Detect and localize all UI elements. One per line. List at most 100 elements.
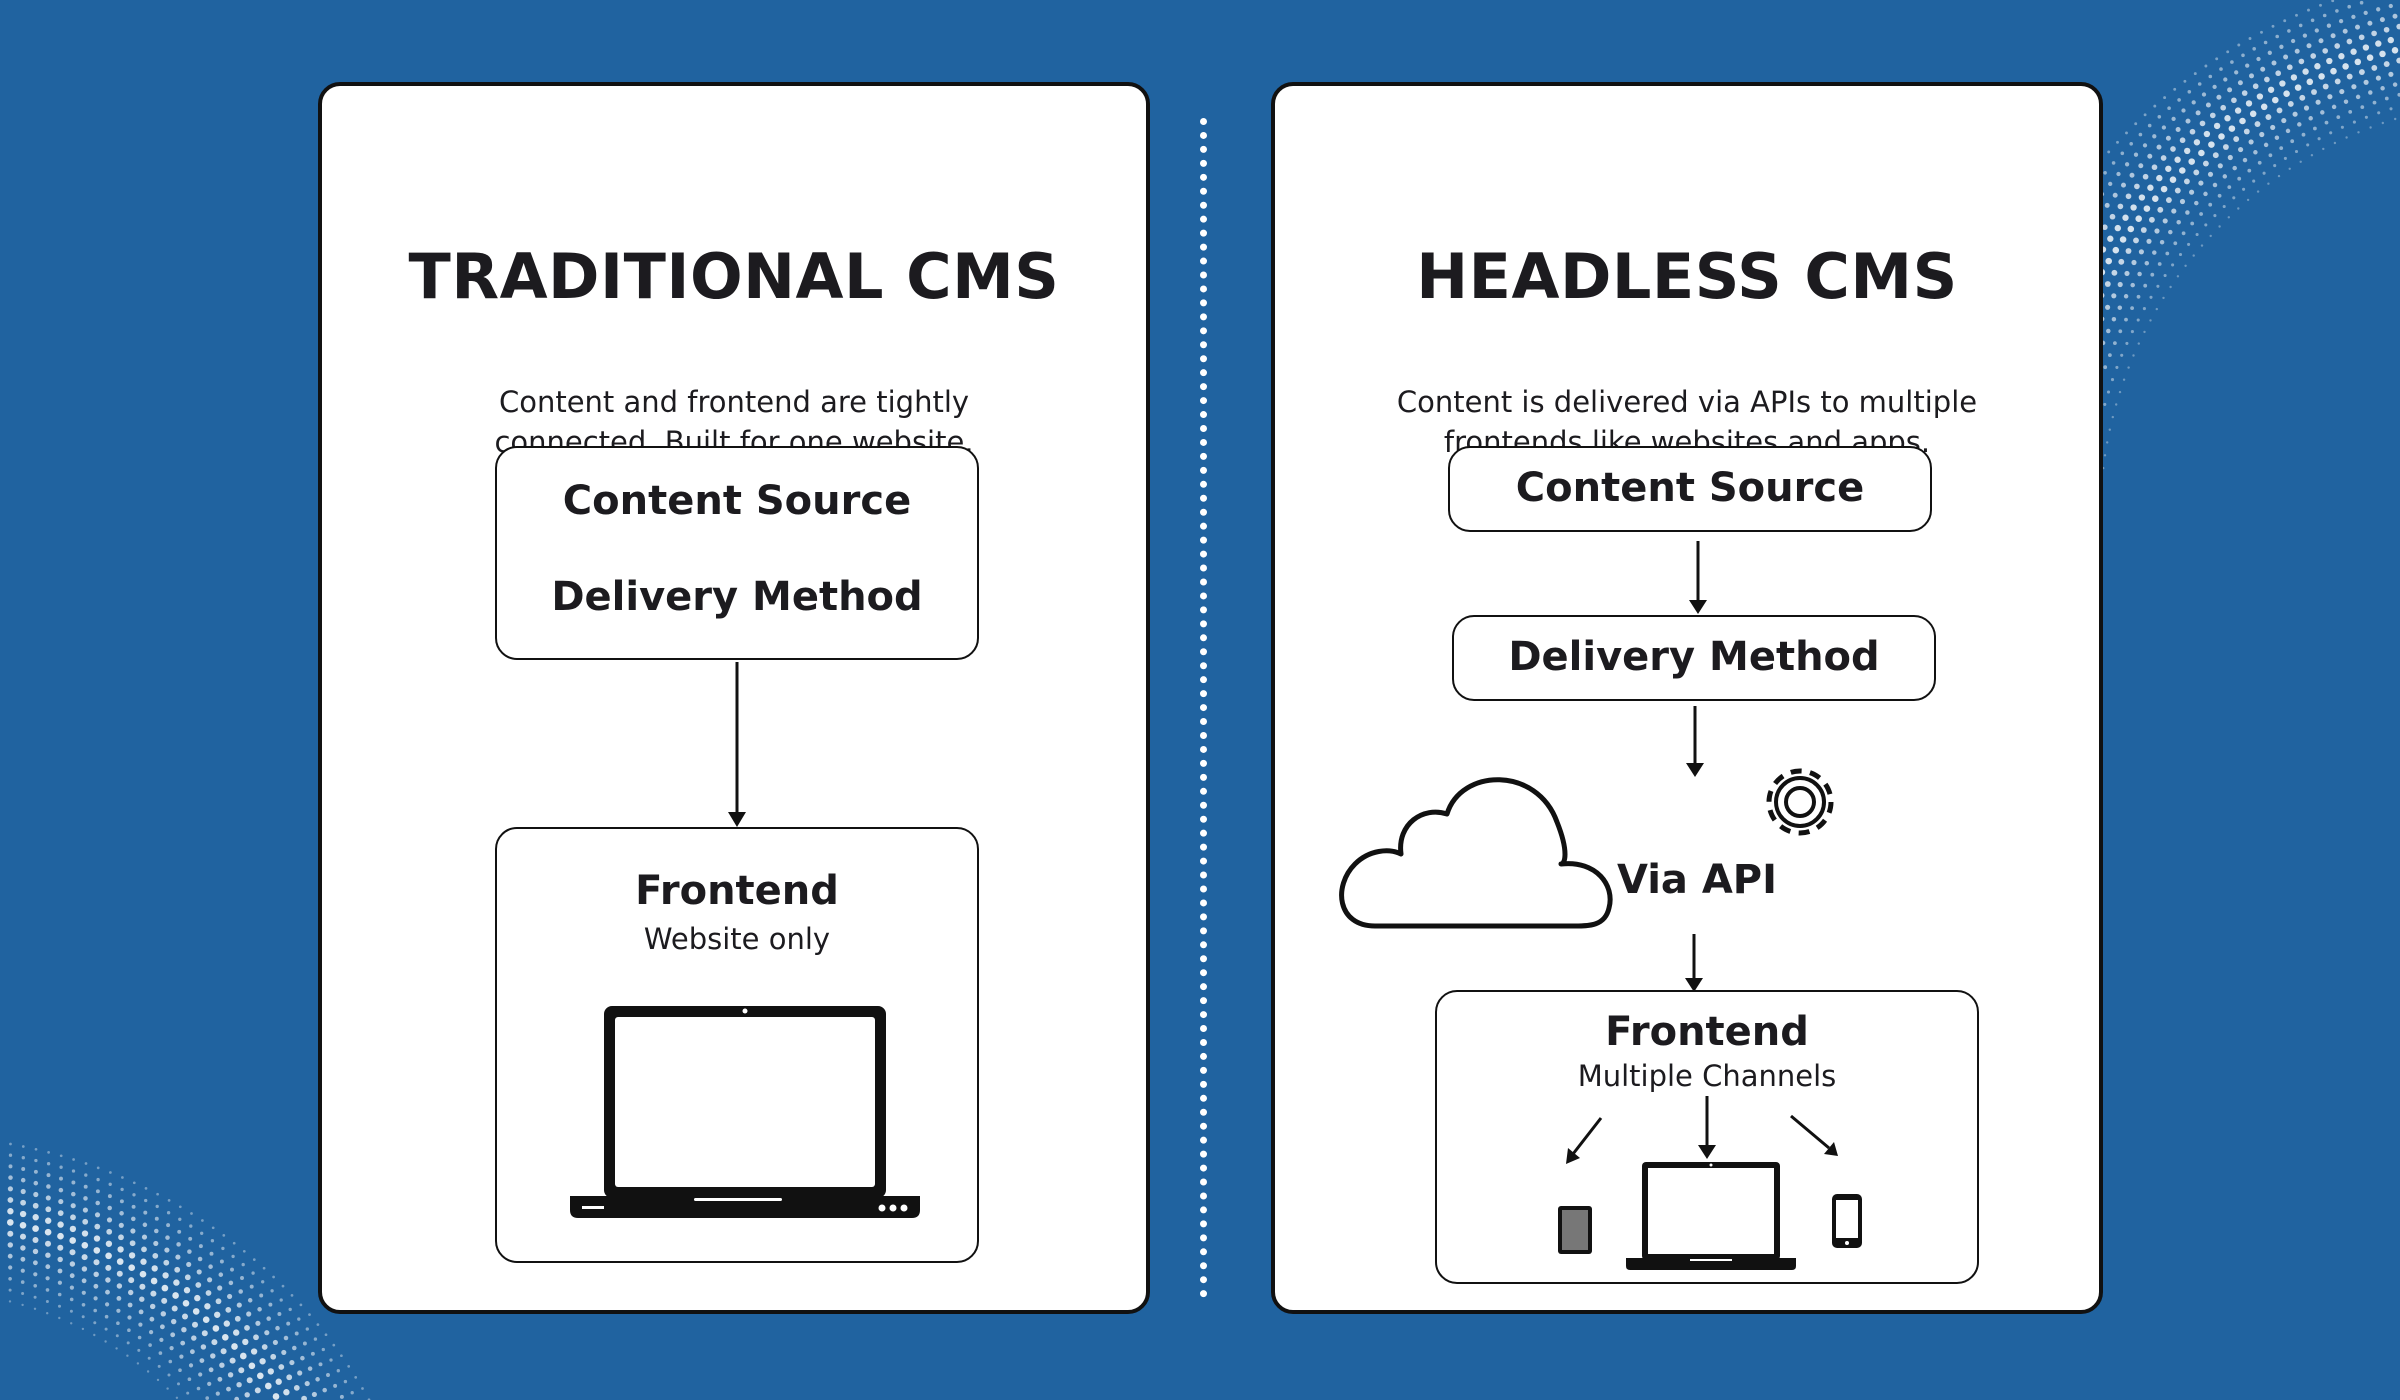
background-dot xyxy=(2160,155,2167,161)
background-dot xyxy=(211,1339,218,1346)
background-dot xyxy=(2317,137,2321,141)
background-dot xyxy=(202,1316,210,1324)
background-dot xyxy=(2270,124,2276,130)
arrow-down-right-icon xyxy=(1790,1114,1838,1156)
background-dot xyxy=(215,1391,220,1396)
background-dot xyxy=(2292,111,2298,117)
background-dot xyxy=(44,1240,52,1247)
background-dot xyxy=(58,1316,61,1320)
background-dot xyxy=(2247,168,2252,173)
background-dot xyxy=(81,1266,88,1272)
background-dot xyxy=(32,1248,39,1255)
background-dot xyxy=(93,1308,98,1313)
background-dot xyxy=(69,1273,75,1279)
background-dot xyxy=(21,1145,25,1148)
background-dot xyxy=(221,1246,225,1251)
background-dot xyxy=(173,1279,180,1286)
background-dot xyxy=(2116,140,2119,144)
background-dot xyxy=(253,1334,259,1341)
background-dot xyxy=(2371,30,2377,37)
background-dot xyxy=(305,1327,309,1331)
background-dot xyxy=(169,1345,174,1351)
background-dot xyxy=(57,1292,62,1297)
background-dot xyxy=(2302,33,2308,38)
background-dot xyxy=(275,1378,282,1385)
background-dot xyxy=(2147,123,2152,128)
background-dot xyxy=(2111,269,2118,276)
background-dot xyxy=(164,1247,170,1253)
background-dot xyxy=(2327,94,2333,100)
background-dot xyxy=(46,1184,51,1189)
background-dot xyxy=(2171,208,2177,214)
delivery-method-label: Delivery Method xyxy=(1508,634,1880,680)
background-dot xyxy=(2222,204,2226,209)
background-dot xyxy=(261,1280,265,1284)
background-dot xyxy=(2187,90,2192,94)
background-dot xyxy=(2279,44,2284,49)
background-dot xyxy=(2108,428,2111,431)
background-dot xyxy=(2204,64,2208,68)
background-dot xyxy=(2218,225,2221,228)
background-dot xyxy=(154,1228,159,1234)
background-dot xyxy=(178,1217,182,1221)
background-dot xyxy=(2213,122,2221,130)
background-dot xyxy=(159,1324,165,1330)
background-dot xyxy=(2232,165,2237,171)
background-dot xyxy=(2267,86,2275,93)
background-dot xyxy=(2340,125,2344,129)
background-dot xyxy=(8,1164,13,1169)
background-dot xyxy=(104,1302,110,1307)
background-dot xyxy=(2379,50,2386,58)
background-dot xyxy=(2167,106,2171,110)
background-dot xyxy=(2313,126,2317,131)
background-dot xyxy=(32,1214,39,1221)
background-dot xyxy=(2202,160,2209,167)
background-dot xyxy=(128,1252,136,1259)
background-dot xyxy=(2181,108,2186,113)
background-dot xyxy=(81,1230,89,1237)
background-dot xyxy=(2146,238,2152,244)
background-dot xyxy=(2392,82,2398,87)
background-dot xyxy=(2160,185,2168,193)
background-dot xyxy=(178,1368,182,1373)
background-dot xyxy=(2379,17,2385,23)
background-dot xyxy=(221,1333,229,1341)
background-dot xyxy=(2326,23,2332,28)
background-dot xyxy=(214,1311,221,1318)
background-dot xyxy=(191,1335,197,1341)
background-dot xyxy=(2290,139,2295,144)
background-dot xyxy=(144,1187,148,1190)
background-dot xyxy=(2185,210,2190,215)
background-dot xyxy=(2263,142,2269,148)
background-dot xyxy=(19,1221,27,1229)
background-dot xyxy=(2157,206,2164,213)
background-dot xyxy=(105,1252,112,1260)
background-dot xyxy=(2362,44,2370,51)
background-dot xyxy=(2147,153,2153,159)
background-dot xyxy=(299,1303,303,1307)
background-dot xyxy=(21,1303,24,1307)
background-dot xyxy=(104,1340,107,1343)
background-dot xyxy=(161,1297,168,1304)
background-dot xyxy=(2298,23,2303,28)
background-dot xyxy=(105,1264,112,1271)
background-dot xyxy=(2156,284,2160,288)
background-dot xyxy=(2227,185,2232,189)
background-dot xyxy=(2377,111,2381,115)
background-dot xyxy=(95,1200,100,1206)
background-dot xyxy=(2193,139,2201,146)
background-dot xyxy=(200,1344,207,1350)
background-dot xyxy=(158,1351,163,1355)
background-dot xyxy=(2230,60,2234,64)
background-dot xyxy=(2107,150,2111,154)
background-dot xyxy=(2272,96,2279,104)
gear-icon xyxy=(1766,768,1834,836)
background-dot xyxy=(2228,125,2236,132)
frontend-subtitle: Website only xyxy=(643,922,831,956)
background-dot xyxy=(2185,118,2191,124)
background-dot xyxy=(96,1177,100,1182)
background-dot xyxy=(21,1156,25,1160)
background-dot xyxy=(2326,57,2333,65)
background-dot xyxy=(2383,26,2390,33)
background-dot xyxy=(127,1328,131,1333)
